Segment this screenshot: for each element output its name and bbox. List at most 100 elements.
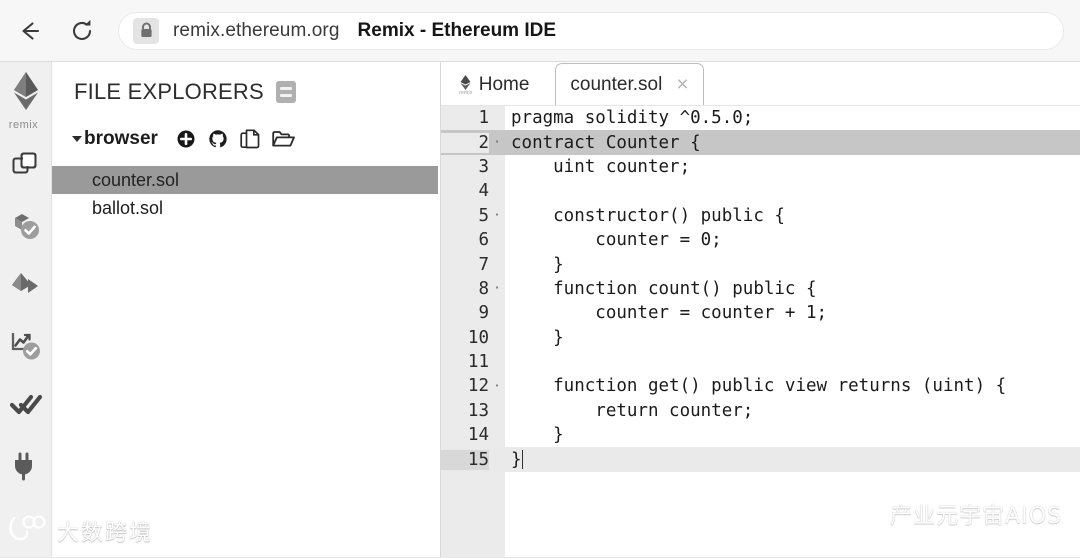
code-line: 11 bbox=[441, 350, 1080, 374]
code-line: 9 counter = counter + 1; bbox=[441, 301, 1080, 325]
code-line: 2 · contract Counter { bbox=[441, 130, 1080, 155]
copy-files-icon[interactable] bbox=[240, 128, 260, 150]
line-number: 4 bbox=[478, 181, 489, 202]
sidebar-item-plugin-manager[interactable] bbox=[4, 441, 48, 491]
line-number: 8 bbox=[478, 278, 489, 299]
file-explorer-panel: FILE EXPLORERS browser bbox=[52, 62, 441, 558]
back-button[interactable] bbox=[8, 9, 52, 53]
sidebar-item-solidity-compiler[interactable] bbox=[4, 201, 48, 251]
fold-marker[interactable]: · bbox=[493, 281, 501, 297]
tree-root-label: browser bbox=[84, 128, 158, 149]
browser-toolbar: remix.ethereum.org Remix - Ethereum IDE bbox=[0, 0, 1080, 62]
close-icon[interactable]: × bbox=[676, 73, 689, 96]
code-line: 15 } bbox=[441, 447, 1080, 472]
ethereum-logo-icon bbox=[11, 70, 41, 117]
remix-tab-sublabel: remix bbox=[459, 90, 473, 96]
line-number: 9 bbox=[478, 303, 489, 324]
reload-button[interactable] bbox=[60, 9, 104, 53]
page-title: Remix - Ethereum IDE bbox=[357, 19, 557, 41]
line-text: function get() public view returns (uint… bbox=[511, 376, 1007, 397]
line-number: 11 bbox=[467, 352, 489, 373]
chevron-down-icon[interactable] bbox=[72, 136, 82, 142]
file-explorer-title: FILE EXPLORERS bbox=[74, 79, 264, 104]
solidity-compiler-icon bbox=[10, 210, 42, 242]
tab-label: counter.sol bbox=[570, 73, 663, 95]
sidebar-item-analysis[interactable] bbox=[4, 321, 48, 371]
file-list: counter.sol ballot.sol bbox=[52, 166, 440, 222]
code-line: 1 pragma solidity ^0.5.0; bbox=[441, 106, 1080, 130]
file-explorer-header: FILE EXPLORERS bbox=[52, 76, 440, 108]
fold-marker[interactable]: · bbox=[493, 135, 501, 151]
remix-brand: remix bbox=[8, 70, 41, 131]
tree-root-browser[interactable]: browser bbox=[52, 124, 440, 154]
line-number: 7 bbox=[478, 254, 489, 275]
fold-marker[interactable]: · bbox=[493, 208, 501, 224]
line-number: 6 bbox=[478, 230, 489, 251]
line-text: } bbox=[511, 449, 522, 470]
line-text: constructor() public { bbox=[511, 205, 785, 226]
sidebar-item-file-explorers[interactable] bbox=[4, 141, 48, 191]
line-text: contract Counter { bbox=[511, 132, 701, 153]
line-text: counter = 0; bbox=[511, 230, 722, 251]
line-number: 13 bbox=[467, 400, 489, 421]
code-line: 10 } bbox=[441, 326, 1080, 350]
tab-home[interactable]: remix Home bbox=[447, 65, 541, 105]
editor-area: remix Home counter.sol × 1 pragma solidi… bbox=[441, 62, 1080, 558]
open-folder-icon[interactable] bbox=[272, 130, 295, 149]
code-line: 4 bbox=[441, 179, 1080, 203]
code-line: 14 } bbox=[441, 423, 1080, 447]
code-line: 12 · function get() public view returns … bbox=[441, 374, 1080, 398]
url-text: remix.ethereum.org bbox=[173, 19, 340, 41]
arrow-left-icon bbox=[17, 18, 43, 44]
code-line: 8 · function count() public { bbox=[441, 277, 1080, 301]
book-icon[interactable] bbox=[275, 81, 296, 103]
remix-brand-label: remix bbox=[8, 119, 39, 131]
address-bar[interactable]: remix.ethereum.org Remix - Ethereum IDE bbox=[118, 11, 1064, 50]
tab-counter-sol[interactable]: counter.sol × bbox=[555, 63, 704, 105]
list-item[interactable]: ballot.sol bbox=[52, 194, 440, 222]
editor-tabbar: remix Home counter.sol × bbox=[441, 62, 1080, 106]
code-line: 7 } bbox=[441, 252, 1080, 276]
line-text: pragma solidity ^0.5.0; bbox=[511, 108, 754, 129]
icon-rail: remix bbox=[0, 62, 52, 558]
line-number: 2 bbox=[441, 132, 489, 153]
code-line: 5 · constructor() public { bbox=[441, 204, 1080, 228]
remix-tab-icon: remix bbox=[459, 74, 473, 96]
github-icon[interactable] bbox=[208, 129, 228, 149]
tree-actions bbox=[176, 128, 295, 150]
code-line: 3 uint counter; bbox=[441, 155, 1080, 179]
line-number: 1 bbox=[478, 108, 489, 129]
debugger-icon bbox=[9, 393, 42, 419]
analysis-icon bbox=[10, 330, 42, 362]
file-name: counter.sol bbox=[92, 169, 180, 190]
line-text: } bbox=[511, 425, 564, 446]
list-item[interactable]: counter.sol bbox=[52, 166, 438, 194]
sidebar-item-deploy-run[interactable] bbox=[4, 261, 48, 311]
line-text: return counter; bbox=[511, 400, 754, 421]
code-line: 6 counter = 0; bbox=[441, 228, 1080, 252]
reload-icon bbox=[69, 18, 95, 44]
gutter bbox=[441, 106, 505, 558]
line-number: 15 bbox=[441, 449, 489, 470]
line-text: } bbox=[511, 254, 564, 275]
line-number: 3 bbox=[478, 156, 489, 177]
deploy-run-icon bbox=[10, 271, 42, 301]
line-text: function count() public { bbox=[511, 278, 817, 299]
file-explorers-icon bbox=[11, 151, 41, 181]
line-number: 10 bbox=[467, 327, 489, 348]
line-number: 5 bbox=[478, 205, 489, 226]
lock-icon bbox=[133, 17, 159, 44]
tab-label: Home bbox=[478, 74, 530, 95]
line-number: 12 bbox=[467, 376, 489, 397]
create-file-icon[interactable] bbox=[176, 129, 196, 149]
fold-marker[interactable]: · bbox=[493, 378, 501, 394]
file-name: ballot.sol bbox=[92, 197, 164, 218]
plugin-manager-icon bbox=[11, 451, 41, 481]
line-text: } bbox=[511, 327, 564, 348]
code-editor[interactable]: 1 pragma solidity ^0.5.0; 2 · contract C… bbox=[441, 106, 1080, 558]
line-number: 14 bbox=[467, 425, 489, 446]
line-text: uint counter; bbox=[511, 156, 691, 177]
sidebar-item-debugger[interactable] bbox=[4, 381, 48, 431]
line-text: counter = counter + 1; bbox=[511, 303, 828, 324]
